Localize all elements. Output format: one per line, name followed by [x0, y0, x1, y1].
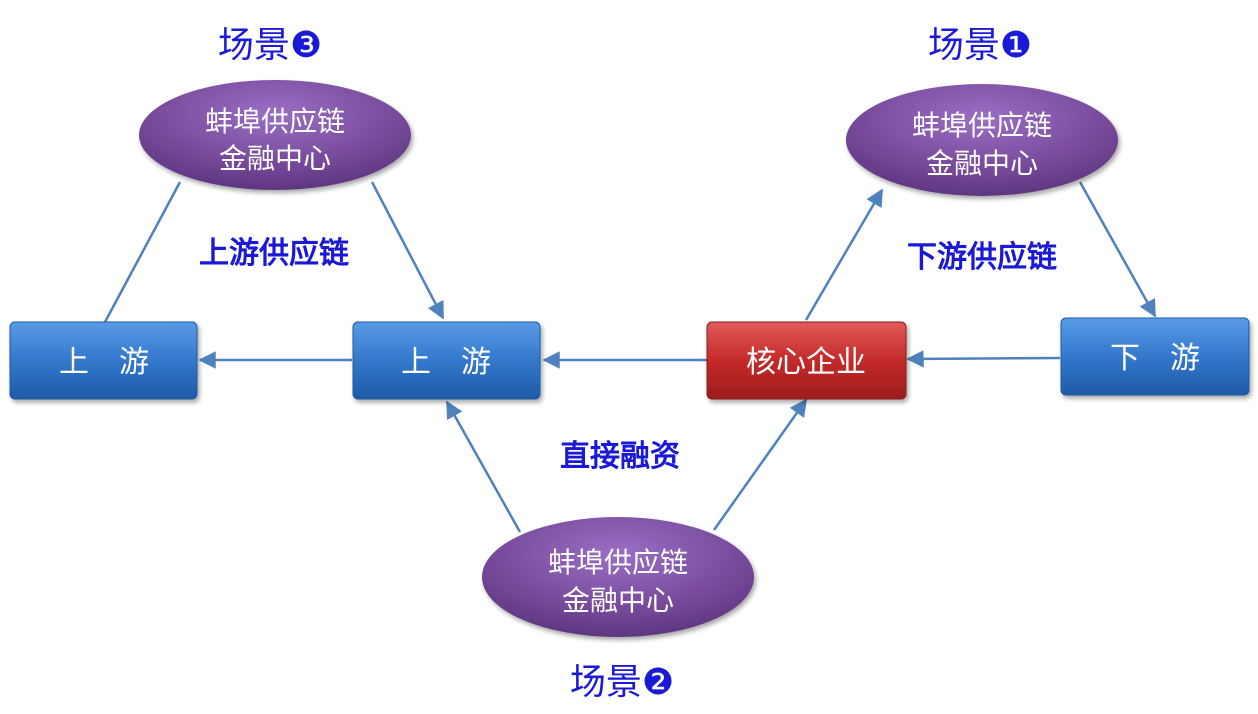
- connectors: [103, 181, 1157, 533]
- finance-center-scene-1: 蚌埠供应链 金融中心: [846, 84, 1118, 196]
- finance-center-line1: 蚌埠供应链: [912, 109, 1052, 142]
- direct-financing-label: 直接融资: [560, 439, 680, 474]
- finance-center-scene-2: 蚌埠供应链 金融中心: [482, 517, 754, 637]
- finance-center-line1: 蚌埠供应链: [205, 105, 345, 138]
- connector-center3-to-upstream-far: [103, 181, 182, 323]
- upstream-chain-label: 上游供应链: [199, 236, 349, 271]
- core-enterprise-box: 核心企业: [706, 321, 907, 400]
- arrow-center3-to-upstream-near: [370, 181, 445, 320]
- finance-center-line2: 金融中心: [219, 142, 331, 175]
- scene-1-title: 场景❶: [928, 25, 1032, 66]
- upstream-near-label: 上 游: [401, 345, 491, 380]
- scene-3-title: 场景❸: [218, 25, 322, 66]
- arrow-downstream-to-core: [906, 350, 1061, 368]
- downstream-chain-label: 下游供应链: [907, 240, 1057, 275]
- arrow-center2-to-core: [712, 398, 808, 531]
- arrow-center2-to-upstream-near: [445, 400, 522, 533]
- finance-center-scene-3: 蚌埠供应链 金融中心: [139, 80, 411, 190]
- scene-2-title: 场景❷: [570, 662, 674, 703]
- upstream-far-box: 上 游: [9, 321, 198, 400]
- arrow-core-to-center1: [804, 188, 884, 321]
- arrow-center1-to-downstream: [1078, 181, 1157, 318]
- finance-center-line2: 金融中心: [562, 584, 674, 617]
- core-enterprise-label: 核心企业: [746, 345, 866, 380]
- downstream-label: 下 游: [1110, 341, 1200, 376]
- finance-center-line1: 蚌埠供应链: [548, 546, 688, 579]
- finance-center-line2: 金融中心: [926, 147, 1038, 180]
- upstream-far-label: 上 游: [59, 345, 149, 380]
- downstream-box: 下 游: [1060, 317, 1250, 396]
- upstream-near-box: 上 游: [352, 321, 541, 400]
